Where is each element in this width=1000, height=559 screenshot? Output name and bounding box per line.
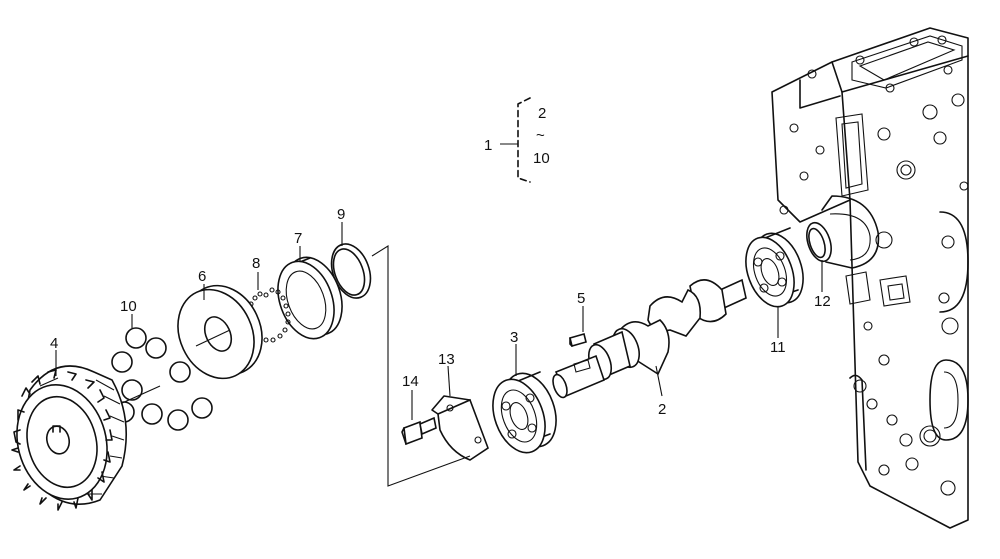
group-range-start: 2 <box>538 105 546 122</box>
callout-13: 13 <box>438 351 455 368</box>
ball-bearing-rear <box>745 227 804 338</box>
callout-9: 9 <box>337 206 345 223</box>
callout-2: 2 <box>658 401 666 418</box>
callout-3: 3 <box>510 329 518 346</box>
group-bracket <box>500 97 531 183</box>
callout-5: 5 <box>577 290 585 307</box>
woodruff-key <box>569 306 587 347</box>
o-ring <box>806 221 832 292</box>
callout-12: 12 <box>814 293 831 310</box>
bearing-retainer <box>431 365 489 461</box>
ball-set <box>111 314 231 431</box>
callout-8: 8 <box>252 255 260 272</box>
callout-11: 11 <box>770 339 786 356</box>
callout-4: 4 <box>50 335 58 352</box>
crankshaft <box>552 278 747 399</box>
group-range-end: 10 <box>533 150 550 167</box>
reference-bracket-line <box>371 245 471 487</box>
callout-6: 6 <box>198 268 206 285</box>
group-bracket-label: 1 <box>484 137 492 154</box>
engine-block <box>771 27 969 529</box>
callout-14: 14 <box>402 373 419 390</box>
thrust-washer <box>177 284 263 380</box>
callout-7: 7 <box>294 230 302 247</box>
oil-seal <box>277 246 343 340</box>
callout-10: 10 <box>120 298 137 315</box>
helical-gear <box>11 350 127 511</box>
group-range-separator: ~ <box>536 127 545 144</box>
ball-bearing-front <box>492 344 557 454</box>
bolt <box>401 390 437 446</box>
